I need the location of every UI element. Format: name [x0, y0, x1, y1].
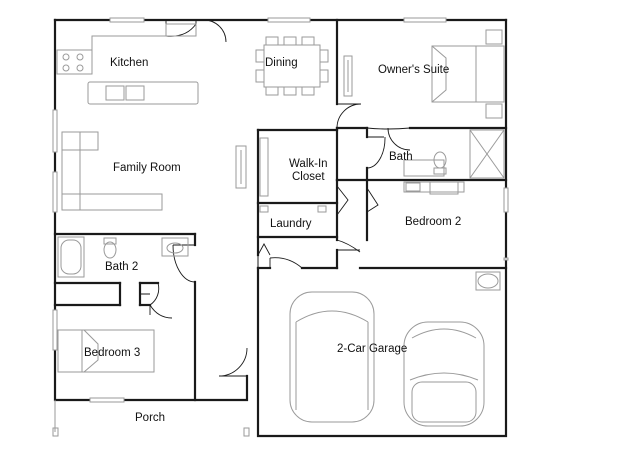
dining-table	[255, 36, 329, 96]
room-label-walk-in-closet-line1: Walk-In	[289, 158, 328, 170]
kitchen-fixtures	[56, 23, 199, 105]
room-label-bath: Bath	[389, 151, 413, 163]
walk-in-closet-shelves	[259, 137, 327, 213]
room-label-bedroom-2: Bedroom 2	[405, 216, 461, 228]
room-label-garage: 2-Car Garage	[337, 343, 407, 355]
bedroom-2-furniture	[403, 181, 501, 291]
room-label-owners-suite: Owner's Suite	[378, 64, 449, 76]
garage-cars	[289, 291, 485, 427]
room-label-family-room: Family Room	[113, 162, 181, 174]
room-label-walk-in-closet-line2: Closet	[292, 171, 325, 183]
room-label-porch: Porch	[135, 412, 165, 424]
family-room-sofa	[61, 131, 247, 211]
interior-walls	[53, 18, 508, 402]
owners-suite-furniture	[343, 29, 505, 119]
owners-bath-fixtures	[403, 129, 505, 179]
doors	[149, 19, 411, 377]
room-label-laundry: Laundry	[270, 218, 312, 230]
bedroom-3-furniture	[57, 329, 155, 373]
porch-posts	[52, 400, 250, 437]
room-label-dining: Dining	[265, 57, 298, 69]
room-label-bedroom-3: Bedroom 3	[84, 347, 140, 359]
bath-2-fixtures	[57, 236, 189, 278]
room-label-bath-2: Bath 2	[105, 261, 138, 273]
room-label-kitchen: Kitchen	[110, 57, 148, 69]
windows	[52, 17, 509, 403]
